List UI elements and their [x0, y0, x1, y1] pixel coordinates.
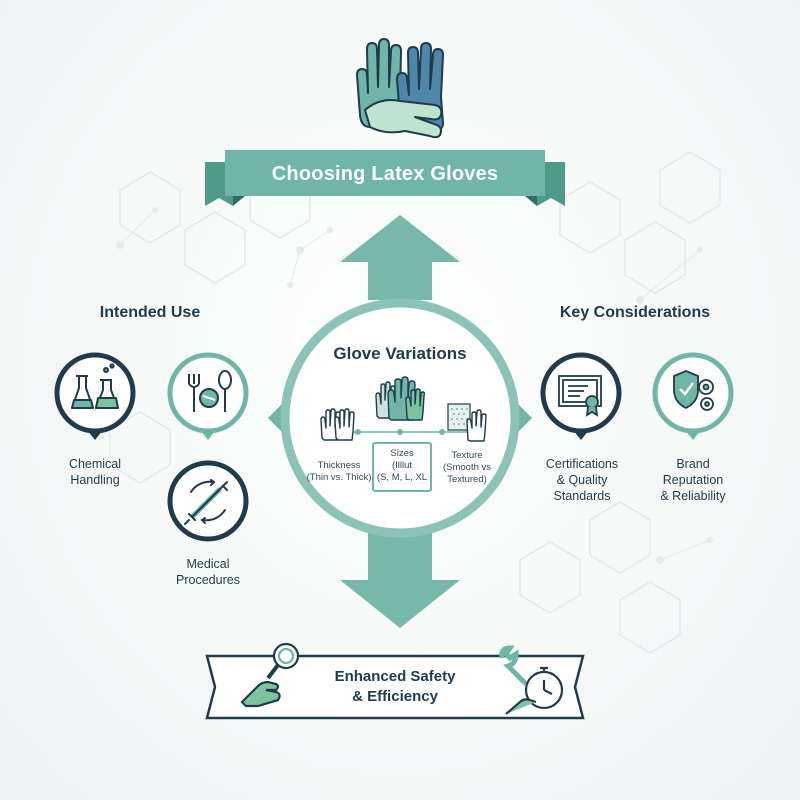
gloves-illustration-icon [345, 35, 455, 145]
chemical-flasks-icon [71, 363, 119, 409]
food-handling-badge [167, 352, 249, 450]
syringe-icon [184, 479, 228, 525]
food-utensils-icon [188, 370, 232, 412]
medical-procedures-badge [167, 460, 249, 558]
magnifier-hand-icon [236, 640, 306, 712]
certifications-label: Certifications & Quality Standards [545, 457, 619, 503]
glove-variations-title: Glove Variations [333, 344, 467, 363]
certifications-badge [540, 352, 622, 450]
intended-use-heading: Intended Use [99, 304, 201, 321]
up-arrow [340, 215, 460, 300]
brand-reputation-badge [652, 352, 734, 450]
wrench-stopwatch-icon [496, 644, 572, 720]
gloves-pair-icon [318, 404, 358, 444]
medical-procedures-label: Medical Procedures [176, 557, 240, 587]
sizes-box [372, 442, 432, 492]
key-considerations-heading: Key Considerations [559, 304, 711, 321]
title-banner: Choosing Latex Gloves [205, 150, 565, 208]
certificate-icon [558, 375, 602, 417]
page-title: Choosing Latex Gloves [271, 162, 499, 185]
chemical-handling-badge [54, 352, 136, 450]
texture-label: Texture (Smooth vs Textured) [442, 450, 492, 485]
down-arrow [340, 520, 460, 628]
outcome-banner: Enhanced Safety & Efficiency [205, 652, 585, 722]
brand-reputation-label: Brand Reputation & Reliability [660, 457, 726, 503]
sizes-label: Sizes (Illlut (S, M, L, XL [376, 448, 428, 483]
sizes-gloves-icon [373, 376, 426, 422]
chemical-handling-label: Chemical Handling [68, 457, 122, 487]
thickness-label: Thickness (Thin vs. Thick) [306, 460, 372, 483]
textured-glove-icon [446, 400, 488, 442]
shield-gears-icon [673, 370, 714, 411]
outcome-text: Enhanced Safety & Efficiency [334, 668, 456, 705]
